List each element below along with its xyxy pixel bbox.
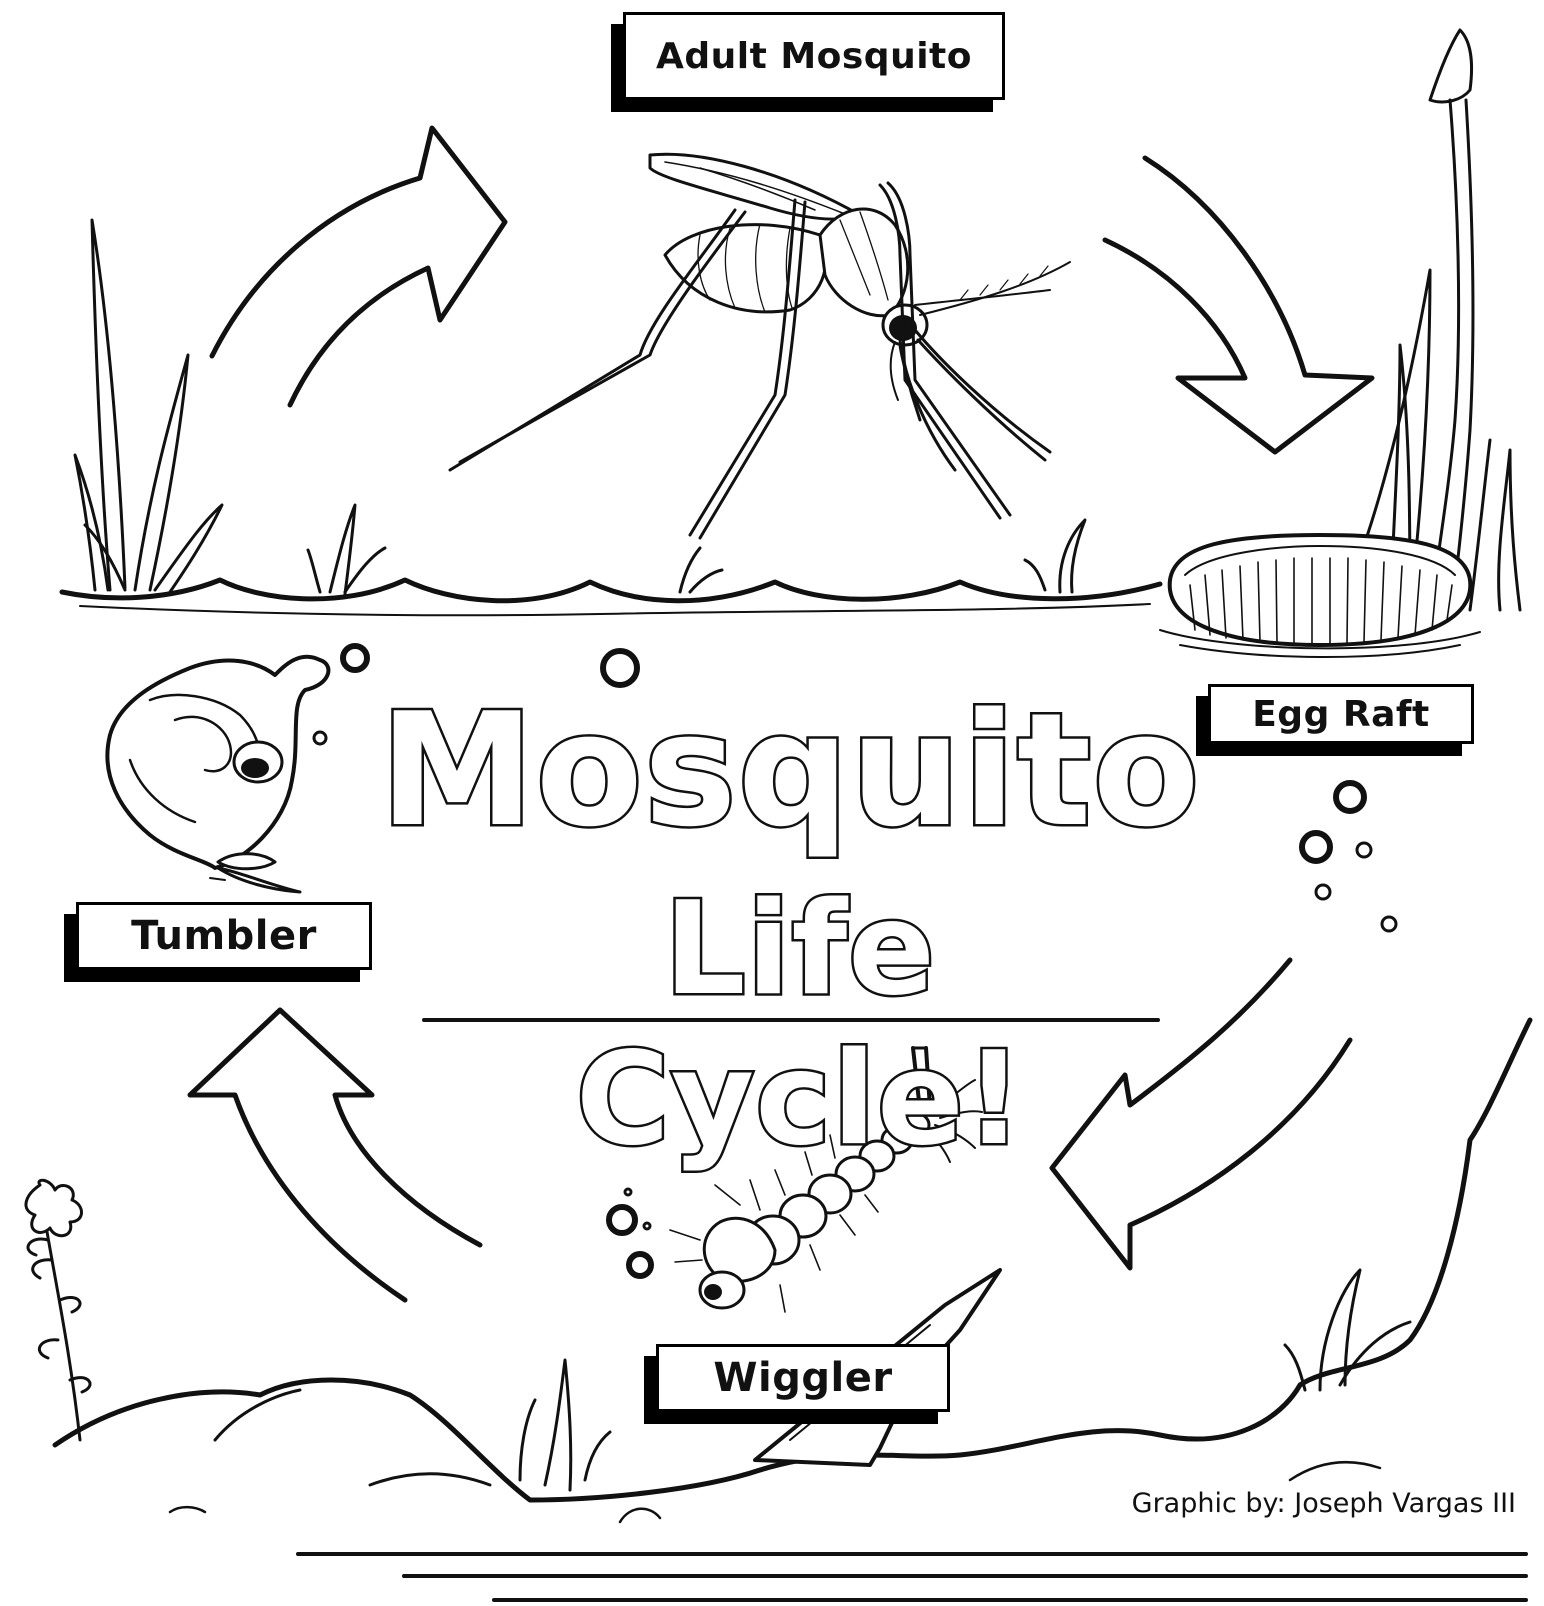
label-egg-raft-text: Egg Raft bbox=[1252, 694, 1430, 735]
arrow-pupa-to-adult bbox=[212, 128, 505, 405]
cattail-reeds bbox=[1340, 30, 1520, 610]
adult-mosquito-illustration bbox=[450, 154, 1070, 538]
grass-small bbox=[308, 505, 1085, 594]
label-tumbler-text: Tumbler bbox=[131, 913, 317, 959]
pupa-illustration bbox=[107, 657, 328, 892]
water-plant bbox=[26, 1180, 90, 1440]
arrow-adult-to-egg bbox=[1105, 158, 1372, 452]
label-wiggler-text: Wiggler bbox=[713, 1355, 892, 1401]
diagram-title: Mosquito bbox=[370, 680, 1210, 860]
label-adult-mosquito: Adult Mosquito bbox=[623, 12, 1005, 100]
label-adult-mosquito-text: Adult Mosquito bbox=[656, 36, 972, 77]
egg-raft-illustration bbox=[1160, 535, 1480, 657]
grass-left bbox=[75, 220, 222, 592]
diagram-subtitle: Life Cycle! bbox=[430, 875, 1170, 1175]
label-tumbler: Tumbler bbox=[76, 902, 372, 970]
label-wiggler: Wiggler bbox=[656, 1344, 950, 1412]
label-egg-raft: Egg Raft bbox=[1208, 684, 1474, 744]
water-surface bbox=[62, 580, 1160, 601]
graphic-credit: Graphic by: Joseph Vargas III bbox=[1132, 1488, 1516, 1519]
writing-lines bbox=[298, 1554, 1526, 1600]
